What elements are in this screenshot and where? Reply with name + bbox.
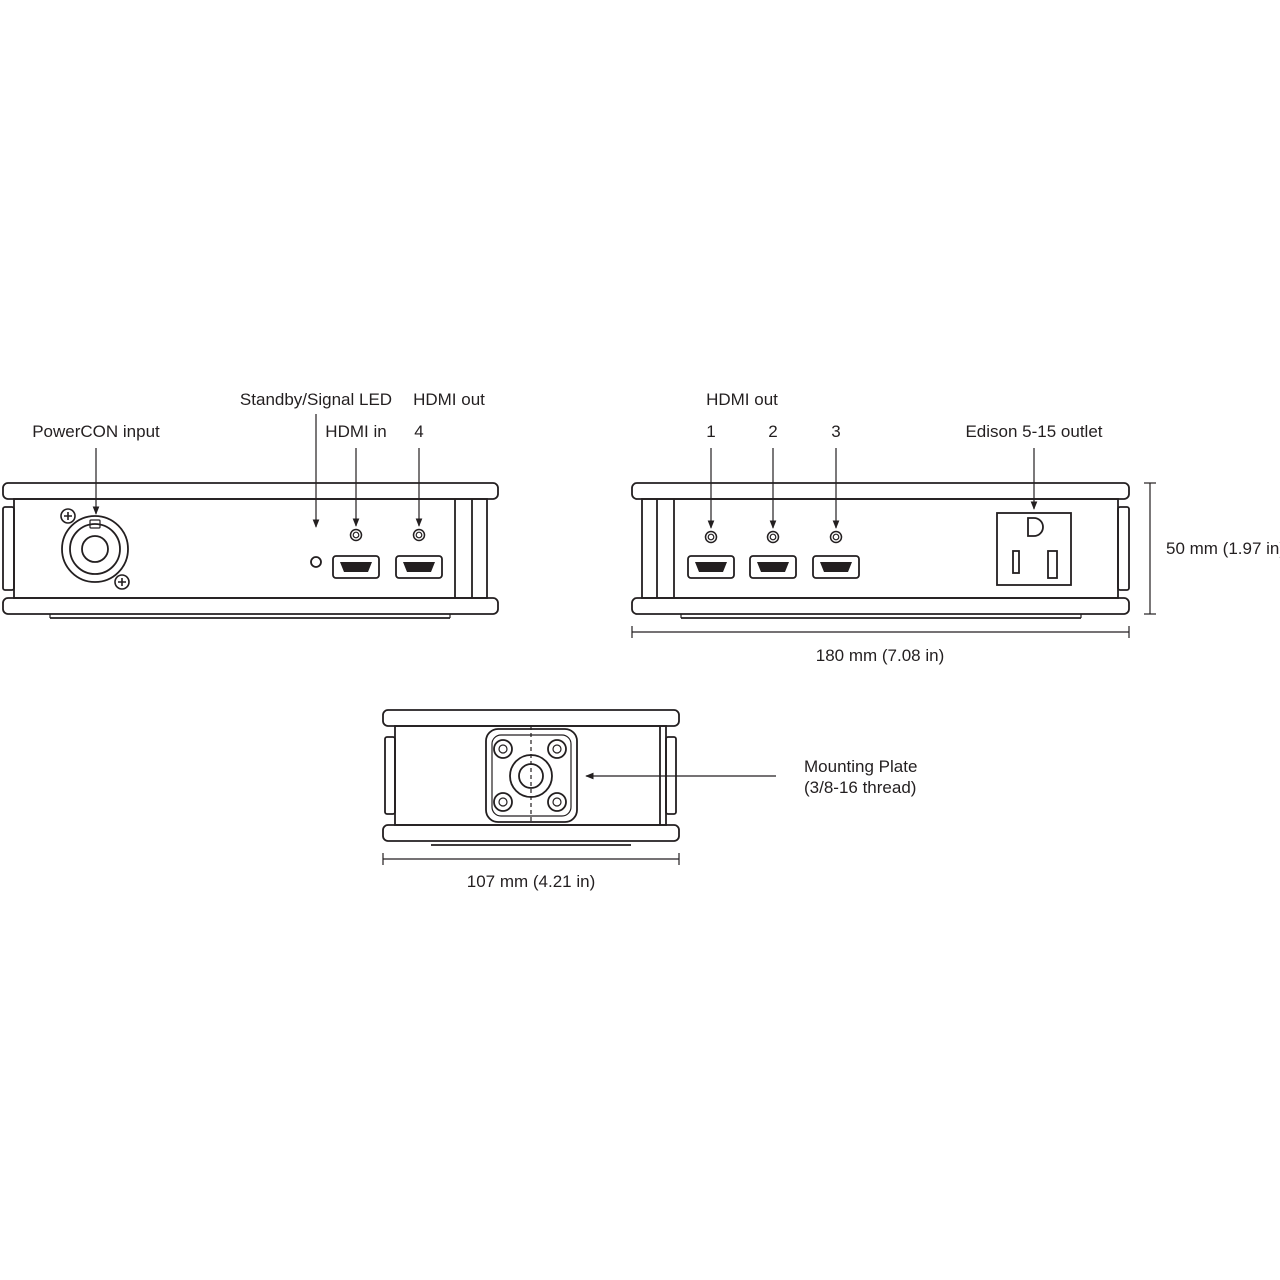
rear-bottom-rail xyxy=(631,597,1130,615)
depth-dimension-label: 107 mm (4.21 in) xyxy=(467,872,596,891)
depth-dimension xyxy=(382,853,680,865)
rear-panel-view: HDMI out 1 2 3 Edison 5-15 outlet 50 mm … xyxy=(631,390,1280,665)
hdmi-in-port-icon xyxy=(332,555,380,579)
height-dimension xyxy=(1144,482,1156,615)
powercon-connector-icon xyxy=(60,508,130,590)
hdmi-in-led-icon xyxy=(349,528,363,542)
standby-led-label: Standby/Signal LED xyxy=(240,390,392,409)
hdmi-out-1-port-icon xyxy=(687,555,735,579)
bottom-bottom-rail xyxy=(382,824,680,842)
hdmi-out-1-number: 1 xyxy=(706,422,715,441)
width-dimension-label: 180 mm (7.08 in) xyxy=(816,646,945,665)
front-bottom-rail xyxy=(2,597,499,615)
height-dimension-label: 50 mm (1.97 in) xyxy=(1166,539,1280,558)
rear-top-rail xyxy=(631,482,1130,500)
front-panel-view: PowerCON input Standby/Signal LED HDMI i… xyxy=(2,390,499,619)
hdmi-in-label: HDMI in xyxy=(325,422,386,441)
rear-side-nub xyxy=(1117,506,1130,591)
bottom-top-rail xyxy=(382,709,680,727)
standby-led-icon xyxy=(310,556,322,568)
hdmi-out-4-number: 4 xyxy=(414,422,423,441)
hdmi-out-3-number: 3 xyxy=(831,422,840,441)
powercon-label: PowerCON input xyxy=(32,422,160,441)
bottom-view: Mounting Plate (3/8-16 thread) 107 mm (4… xyxy=(382,709,917,891)
front-body xyxy=(13,498,488,599)
edison-outlet-label: Edison 5-15 outlet xyxy=(965,422,1102,441)
hdmi-out-2-number: 2 xyxy=(768,422,777,441)
front-hdmi-out-label: HDMI out xyxy=(413,390,485,409)
mounting-plate-thread-label: (3/8-16 thread) xyxy=(804,778,916,797)
rear-hdmi-out-label: HDMI out xyxy=(706,390,778,409)
front-side-nub xyxy=(2,506,15,591)
mounting-plate-icon xyxy=(485,728,578,823)
hdmi-out-3-port-icon xyxy=(812,555,860,579)
hdmi-out-4-led-icon xyxy=(412,528,426,542)
hdmi-out-2-led-icon xyxy=(766,530,780,544)
hdmi-out-4-port-icon xyxy=(395,555,443,579)
front-top-rail xyxy=(2,482,499,500)
mounting-plate-label: Mounting Plate xyxy=(804,757,917,776)
width-dimension xyxy=(631,626,1130,638)
hdmi-out-1-led-icon xyxy=(704,530,718,544)
edison-outlet-icon xyxy=(996,512,1072,586)
hdmi-out-3-led-icon xyxy=(829,530,843,544)
hdmi-out-2-port-icon xyxy=(749,555,797,579)
